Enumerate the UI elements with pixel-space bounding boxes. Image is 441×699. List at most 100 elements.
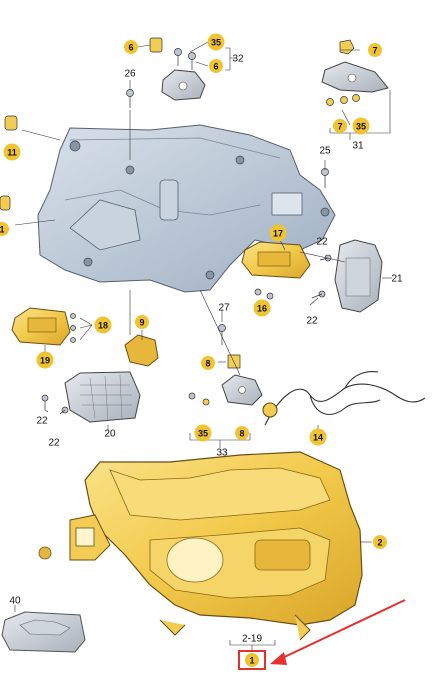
callout-35b: 35 bbox=[352, 117, 370, 135]
callout-label: 25 bbox=[319, 146, 331, 157]
callout-label: 7 bbox=[337, 122, 342, 132]
callout-6b: 6 bbox=[209, 59, 223, 73]
red-arrow bbox=[270, 599, 406, 665]
callout-22a: 22 bbox=[316, 237, 328, 248]
callout-2: 2 bbox=[373, 535, 387, 549]
callout-label: 26 bbox=[124, 69, 136, 80]
callout-badge bbox=[194, 424, 212, 442]
part-9-actuator bbox=[124, 334, 159, 367]
callout-badge bbox=[333, 119, 347, 133]
callout-6a: 6 bbox=[124, 40, 138, 54]
callout-label: 17 bbox=[273, 229, 283, 239]
callout-badge bbox=[135, 315, 149, 329]
callout-label: 2 bbox=[377, 538, 382, 548]
part-40-cover bbox=[1, 611, 86, 653]
callout-badge bbox=[3, 143, 21, 161]
callout-label: 31 bbox=[352, 141, 364, 152]
callout-label: 21 bbox=[391, 274, 403, 285]
callout-label: 6 bbox=[128, 43, 133, 53]
callout-label: 9 bbox=[139, 318, 144, 328]
callout-label: 8 bbox=[239, 429, 244, 439]
callout-label: 35 bbox=[356, 122, 366, 132]
callout-badge bbox=[253, 299, 271, 317]
callout-22b: 22 bbox=[306, 316, 318, 327]
callout-2_19: 2-19 bbox=[242, 634, 262, 645]
callout-17: 17 bbox=[269, 224, 287, 242]
part-33-bracket bbox=[221, 374, 263, 406]
callout-badge bbox=[269, 224, 287, 242]
callout-label: 22 bbox=[48, 438, 60, 449]
callout-badge bbox=[209, 59, 223, 73]
part-14-harness bbox=[262, 371, 426, 426]
callout-badge bbox=[245, 653, 259, 667]
leader-lines bbox=[14, 41, 392, 652]
callout-badge bbox=[0, 222, 9, 236]
callout-31: 31 bbox=[352, 141, 364, 152]
callout-26: 26 bbox=[124, 69, 136, 80]
callout-25: 25 bbox=[319, 146, 331, 157]
callout-label: 33 bbox=[216, 448, 228, 459]
callout-label: 11 bbox=[7, 148, 17, 158]
callout-1l: 1 bbox=[0, 222, 9, 236]
callout-19: 19 bbox=[36, 351, 54, 369]
callout-35a: 35 bbox=[207, 33, 225, 51]
callout-label: 1 bbox=[0, 225, 5, 235]
callout-21: 21 bbox=[391, 274, 403, 285]
callout-label: 2-19 bbox=[242, 634, 262, 645]
callout-label: 6 bbox=[213, 62, 218, 72]
callout-40: 40 bbox=[9, 596, 21, 607]
callout-16: 16 bbox=[253, 299, 271, 317]
callout-label: 22 bbox=[36, 416, 48, 427]
callout-14: 14 bbox=[309, 428, 327, 446]
backplate-part bbox=[37, 124, 336, 293]
callout-22d: 22 bbox=[48, 438, 60, 449]
part-21-cover bbox=[334, 239, 383, 313]
callout-badge bbox=[36, 351, 54, 369]
callout-7a: 7 bbox=[368, 43, 382, 57]
part-31-bracket bbox=[321, 61, 389, 93]
callout-label: 20 bbox=[104, 429, 116, 440]
callout-label: 1 bbox=[249, 656, 254, 666]
callout-8b: 8 bbox=[235, 426, 249, 440]
callout-label: 7 bbox=[372, 46, 377, 56]
callout-1: 1 bbox=[238, 650, 266, 670]
callout-badge bbox=[373, 535, 387, 549]
callout-badge bbox=[201, 356, 215, 370]
callout-20: 20 bbox=[104, 429, 116, 440]
callout-label: 18 bbox=[98, 321, 108, 331]
callout-7b: 7 bbox=[333, 119, 347, 133]
headlamp-housing-part bbox=[38, 451, 363, 641]
callout-label: 35 bbox=[211, 38, 221, 48]
callout-label: 8 bbox=[205, 359, 210, 369]
part-32-bracket bbox=[161, 69, 206, 101]
callout-label: 22 bbox=[316, 237, 328, 248]
callout-badge bbox=[124, 40, 138, 54]
callout-label: 19 bbox=[40, 356, 50, 366]
callout-label: 32 bbox=[232, 54, 244, 65]
callout-11: 11 bbox=[3, 143, 21, 161]
callout-badge bbox=[235, 426, 249, 440]
callout-badge bbox=[368, 43, 382, 57]
callout-22c: 22 bbox=[36, 416, 48, 427]
callout-label: 35 bbox=[198, 429, 208, 439]
callout-label: 40 bbox=[9, 596, 21, 607]
callout-27: 27 bbox=[218, 303, 230, 314]
callout-33: 33 bbox=[216, 448, 228, 459]
callout-9: 9 bbox=[135, 315, 149, 329]
callout-badge bbox=[207, 33, 225, 51]
callout-label: 22 bbox=[306, 316, 318, 327]
callout-35c: 35 bbox=[194, 424, 212, 442]
callout-label: 16 bbox=[257, 304, 267, 314]
part-19-module bbox=[11, 307, 71, 346]
part-20-cover bbox=[64, 371, 141, 423]
callout-badge bbox=[94, 316, 112, 334]
callout-label: 27 bbox=[218, 303, 230, 314]
callout-32: 32 bbox=[232, 54, 244, 65]
callout-18: 18 bbox=[94, 316, 112, 334]
callout-label: 14 bbox=[313, 433, 323, 443]
callout-badge bbox=[352, 117, 370, 135]
part-17-module bbox=[241, 241, 311, 279]
